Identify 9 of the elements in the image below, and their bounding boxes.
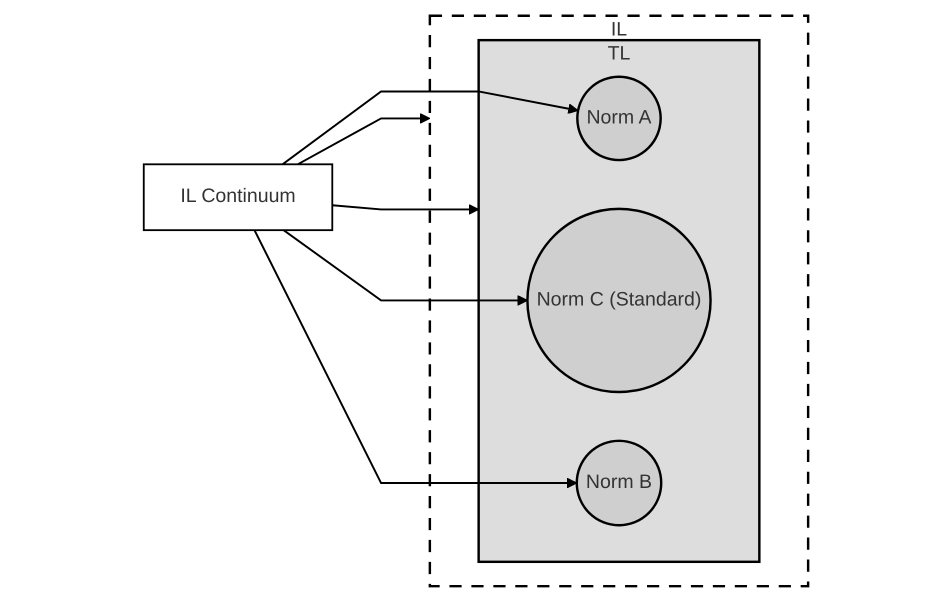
arrow (282, 90, 579, 165)
arrow (283, 228, 528, 306)
node-circle: Norm A (576, 75, 662, 161)
arrow (254, 229, 578, 488)
arrow (332, 204, 480, 214)
node-circle: Norm B (576, 439, 662, 526)
arrow (297, 112, 430, 165)
node-circle: Norm C (Standard) (526, 207, 712, 393)
node-box: IL Continuum (142, 162, 334, 231)
